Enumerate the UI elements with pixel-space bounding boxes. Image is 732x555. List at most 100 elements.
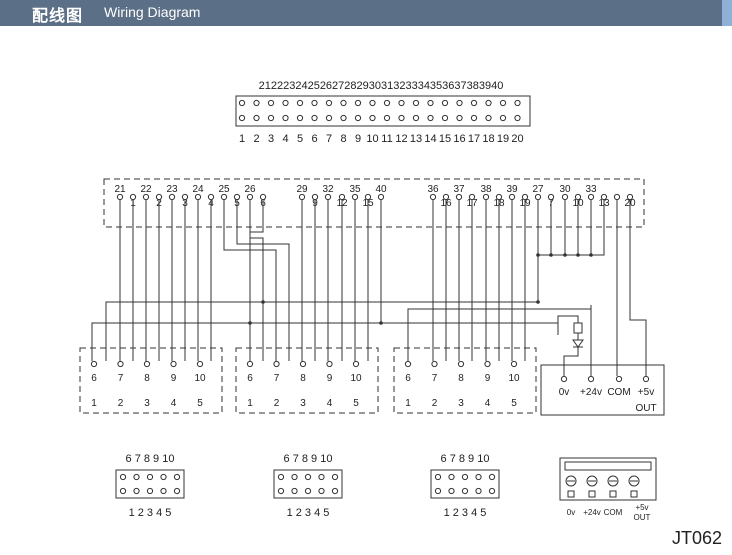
terminal-top-label: 6 [405, 373, 411, 384]
connector-bottom-label: 20 [511, 133, 523, 145]
connector-pin-bottom [369, 114, 376, 122]
power-pin [587, 375, 595, 383]
header-pin [119, 487, 127, 495]
terminal-pin [273, 360, 280, 368]
board-pin [613, 193, 621, 201]
board-pin [574, 193, 582, 201]
board-pin [364, 193, 372, 201]
header-bottom-label: 1 2 3 4 5 [287, 507, 330, 519]
terminal-pin [510, 360, 518, 368]
connector-bottom-label: 4 [282, 133, 288, 145]
connector-pin-top [282, 99, 289, 107]
connector-pin-top [325, 99, 333, 107]
terminal-bottom-label: 1 [405, 398, 411, 409]
board-pin [482, 193, 490, 201]
plug-label: OUT [634, 513, 651, 522]
connector-pin-bottom [340, 114, 347, 122]
board-pin [194, 193, 202, 201]
board-pin [246, 193, 254, 201]
model-number: JT062 [671, 528, 722, 548]
header-pin [146, 473, 154, 481]
power-label: +5v [638, 387, 654, 398]
terminal-bottom-label: 4 [485, 398, 491, 409]
plug-slot [567, 490, 575, 498]
terminal-top-label: 10 [194, 373, 206, 384]
connector-pin-top [383, 99, 391, 107]
power-label: +24v [580, 387, 602, 398]
wiring [91, 200, 647, 376]
board-pin [142, 193, 150, 201]
terminal-block-outline [79, 347, 223, 414]
connector-bottom-label: 15 [439, 133, 451, 145]
wire-junction [248, 321, 252, 325]
connector-pin-bottom [267, 114, 275, 122]
connector-bottom-label: 14 [424, 133, 436, 145]
header-pin [448, 473, 455, 481]
terminal-pin [326, 360, 333, 368]
board-top-label: 24 [192, 184, 204, 195]
terminal-bottom-label: 1 [91, 398, 97, 409]
connector-bottom-label: 3 [268, 133, 274, 145]
power-pin [642, 375, 650, 383]
board-top-label: 33 [585, 184, 597, 195]
wire [538, 200, 605, 256]
board-pin [561, 193, 569, 201]
connector-pin-bottom [456, 114, 463, 122]
resistor [573, 322, 583, 334]
power-pin [615, 375, 623, 383]
header-pin [488, 473, 496, 481]
connector-pin-top [340, 99, 347, 107]
board-top-label: 22 [140, 184, 152, 195]
header-pin [146, 487, 154, 495]
header-pin [291, 487, 298, 495]
board-top-label: 36 [427, 184, 439, 195]
board-pin [626, 193, 634, 201]
terminal-bottom-label: 5 [511, 398, 517, 409]
header-pin [318, 487, 325, 495]
connector-40pin: 2122232425262728293031323334353637383940… [235, 80, 531, 145]
header-bottom-label: 1 2 3 4 5 [129, 507, 172, 519]
wire-junction [549, 253, 553, 257]
board-top-label: 40 [375, 184, 387, 195]
terminal-bottom-label: 3 [300, 398, 306, 409]
board-top-label: 27 [532, 184, 544, 195]
board-pin [116, 193, 124, 201]
power-label: 0v [559, 387, 570, 398]
terminal-top-label: 9 [485, 373, 491, 384]
connector-pin-top [296, 99, 304, 107]
header-pin [304, 487, 312, 495]
terminal-pin [90, 360, 98, 368]
terminal-block-outline [235, 347, 379, 414]
plug-label: +5v [635, 503, 648, 512]
board-pin [233, 193, 241, 201]
terminal-top-label: 7 [274, 373, 280, 384]
terminal-pin [246, 360, 254, 368]
plug-rail [564, 461, 652, 471]
terminal-top-label: 10 [350, 373, 362, 384]
header-pin [277, 473, 285, 481]
connector-pin-bottom [485, 114, 492, 122]
wire-junction [261, 300, 265, 304]
connector-pin-top [311, 99, 318, 107]
connector-pin-top [354, 99, 362, 107]
header-pin [331, 473, 339, 481]
connector-bottom-label: 11 [381, 133, 392, 145]
connector-bottom-label: 2 [253, 133, 259, 145]
connector-bottom-label: 12 [395, 133, 407, 145]
connector-bottom-label: 6 [311, 133, 317, 145]
header-pin [318, 473, 325, 481]
board-top-label: 25 [218, 184, 230, 195]
terminal-bottom-label: 3 [458, 398, 464, 409]
terminal-pin [352, 360, 360, 368]
connector-pin-top [253, 99, 260, 107]
small-headers: 6 7 8 9 101 2 3 4 56 7 8 9 101 2 3 4 56 … [115, 453, 500, 519]
board-top-label: 21 [114, 184, 126, 195]
connector-pin-bottom [238, 114, 246, 122]
header-title-cn: 配线图 [32, 8, 84, 25]
terminal-bottom-label: 1 [247, 398, 253, 409]
connector-bottom-label: 16 [453, 133, 465, 145]
connector-top-label: 2122232425262728293031323334353637383940 [259, 80, 504, 92]
